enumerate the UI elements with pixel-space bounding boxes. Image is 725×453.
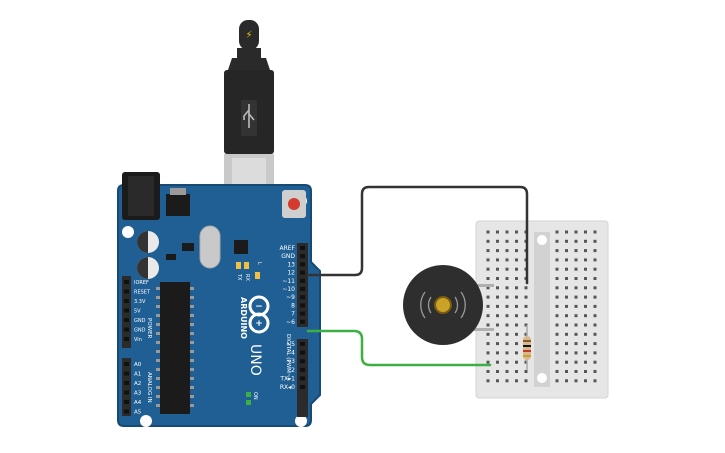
power-pin-label: GND bbox=[134, 318, 146, 324]
mounting-hole bbox=[295, 415, 307, 427]
digital-pin-socket[interactable] bbox=[300, 262, 305, 267]
analog-pin-socket[interactable] bbox=[124, 400, 129, 404]
analog-pin-label: A3 bbox=[134, 391, 142, 397]
led-label-tx: TX bbox=[236, 273, 242, 281]
power-pin-label: 5V bbox=[134, 309, 141, 315]
digital-pin-label: 8 bbox=[291, 302, 295, 309]
lightning-bolt-icon: ⚡ bbox=[245, 30, 252, 41]
power-pin-label: GND bbox=[134, 328, 146, 334]
on-label: ON bbox=[252, 392, 258, 400]
analog-pin-socket[interactable] bbox=[124, 381, 129, 385]
digital-pin-socket[interactable] bbox=[300, 350, 305, 355]
breadboard-mount-hole bbox=[537, 373, 547, 383]
digital-pin-label: TX▸1 bbox=[279, 375, 295, 382]
breadboard[interactable] bbox=[475, 220, 609, 399]
digital-pin-label: 13 bbox=[287, 261, 295, 268]
power-pin-socket[interactable] bbox=[124, 280, 129, 284]
svg-text:−: − bbox=[255, 302, 263, 312]
buzzer-disc bbox=[434, 296, 452, 314]
analog-header-caption: ANALOG IN bbox=[146, 372, 152, 403]
resistor[interactable] bbox=[523, 325, 531, 370]
analog-pin-label: A5 bbox=[134, 410, 142, 416]
breadboard-mount-hole bbox=[537, 235, 547, 245]
power-header-caption: POWER bbox=[146, 318, 152, 339]
arduino-logo: − + bbox=[248, 295, 270, 334]
mounting-hole bbox=[140, 415, 152, 427]
digital-pin-socket[interactable] bbox=[300, 342, 305, 346]
digital-pin-socket[interactable] bbox=[300, 376, 305, 381]
digital-pin-label: 4 bbox=[291, 350, 295, 357]
led-on bbox=[246, 392, 251, 397]
analog-pin-label: A0 bbox=[134, 362, 142, 368]
digital-pin-label: GND bbox=[281, 253, 295, 260]
analog-pin-socket[interactable] bbox=[124, 409, 129, 414]
atmega-chip bbox=[160, 282, 190, 414]
digital-pin-socket[interactable] bbox=[300, 295, 305, 300]
digital-pin-socket[interactable] bbox=[300, 278, 305, 283]
digital-pin-label: ~5 bbox=[286, 341, 295, 348]
led-label-l: L bbox=[256, 262, 262, 265]
power-pin-socket[interactable] bbox=[124, 308, 129, 313]
digital-pin-label: AREF bbox=[279, 245, 295, 252]
digital-pin-socket[interactable] bbox=[300, 359, 305, 364]
crystal-oscillator bbox=[199, 225, 221, 269]
analog-pin-socket[interactable] bbox=[124, 362, 129, 366]
analog-pin-label: A4 bbox=[134, 400, 142, 406]
led-rx bbox=[244, 262, 249, 269]
digital-header-caption: DIGITAL (PWM~) bbox=[285, 334, 291, 380]
digital-pin-socket[interactable] bbox=[300, 319, 305, 324]
power-pin-label: 3.3V bbox=[134, 299, 146, 305]
analog-pin-socket[interactable] bbox=[124, 371, 129, 376]
digital-pin-socket[interactable] bbox=[300, 311, 305, 316]
analog-header bbox=[122, 358, 131, 416]
breadboard-holes bbox=[486, 230, 597, 383]
power-pin-label: Vin bbox=[134, 337, 142, 343]
brand-label: ARDUINO bbox=[239, 297, 248, 339]
analog-pin-label: A1 bbox=[134, 372, 141, 378]
power-pin-socket[interactable] bbox=[124, 289, 129, 294]
signal-wire-pin8[interactable] bbox=[306, 329, 492, 367]
model-label: UNO bbox=[247, 344, 263, 376]
analog-pin-socket[interactable] bbox=[124, 390, 129, 395]
power-pin-socket[interactable] bbox=[124, 299, 129, 303]
digital-pin-label: RX◂0 bbox=[280, 384, 295, 391]
digital-pin-socket[interactable] bbox=[300, 385, 305, 389]
digital-pin-label: ~11 bbox=[282, 278, 295, 285]
digital-header-top bbox=[297, 243, 308, 327]
digital-pin-socket[interactable] bbox=[300, 287, 305, 291]
digital-pin-socket[interactable] bbox=[300, 254, 305, 259]
power-pin-socket[interactable] bbox=[124, 327, 129, 332]
digital-pin-socket[interactable] bbox=[300, 303, 305, 308]
chip-pins bbox=[156, 287, 194, 407]
led-tx bbox=[236, 262, 241, 269]
digital-pin-label: ~9 bbox=[286, 294, 295, 301]
digital-pin-socket[interactable] bbox=[300, 270, 305, 275]
svg-text:+: + bbox=[255, 319, 263, 329]
digital-pin-label: 2 bbox=[291, 367, 295, 374]
voltage-regulator bbox=[166, 194, 190, 216]
power-pin-socket[interactable] bbox=[124, 318, 129, 322]
led-l bbox=[255, 272, 260, 279]
digital-pin-label: ~6 bbox=[286, 319, 295, 326]
digital-pin-label: ~3 bbox=[286, 358, 295, 365]
digital-pin-socket[interactable] bbox=[300, 367, 305, 372]
piezo-buzzer[interactable] bbox=[403, 265, 494, 345]
power-pin-label: IOREF bbox=[134, 280, 149, 286]
breadboard-center-channel bbox=[534, 232, 550, 387]
power-pin-label: RESET bbox=[134, 290, 151, 296]
analog-pin-label: A2 bbox=[134, 381, 141, 387]
gnd-wire[interactable] bbox=[306, 185, 529, 285]
mounting-hole bbox=[122, 226, 134, 238]
power-pin-socket[interactable] bbox=[124, 337, 129, 341]
digital-pin-label: 7 bbox=[291, 311, 295, 318]
sound-wave-icon bbox=[420, 291, 466, 319]
led-label-rx: RX bbox=[244, 274, 250, 281]
digital-pin-label: 12 bbox=[287, 270, 295, 277]
digital-pin-socket[interactable] bbox=[300, 246, 305, 250]
usb-chip bbox=[234, 240, 248, 254]
digital-pin-label: ~10 bbox=[282, 286, 295, 293]
arduino-uno-board[interactable]: L TX RX ON − + ARDUINO UNO DIGITAL (PWM~… bbox=[117, 172, 321, 427]
